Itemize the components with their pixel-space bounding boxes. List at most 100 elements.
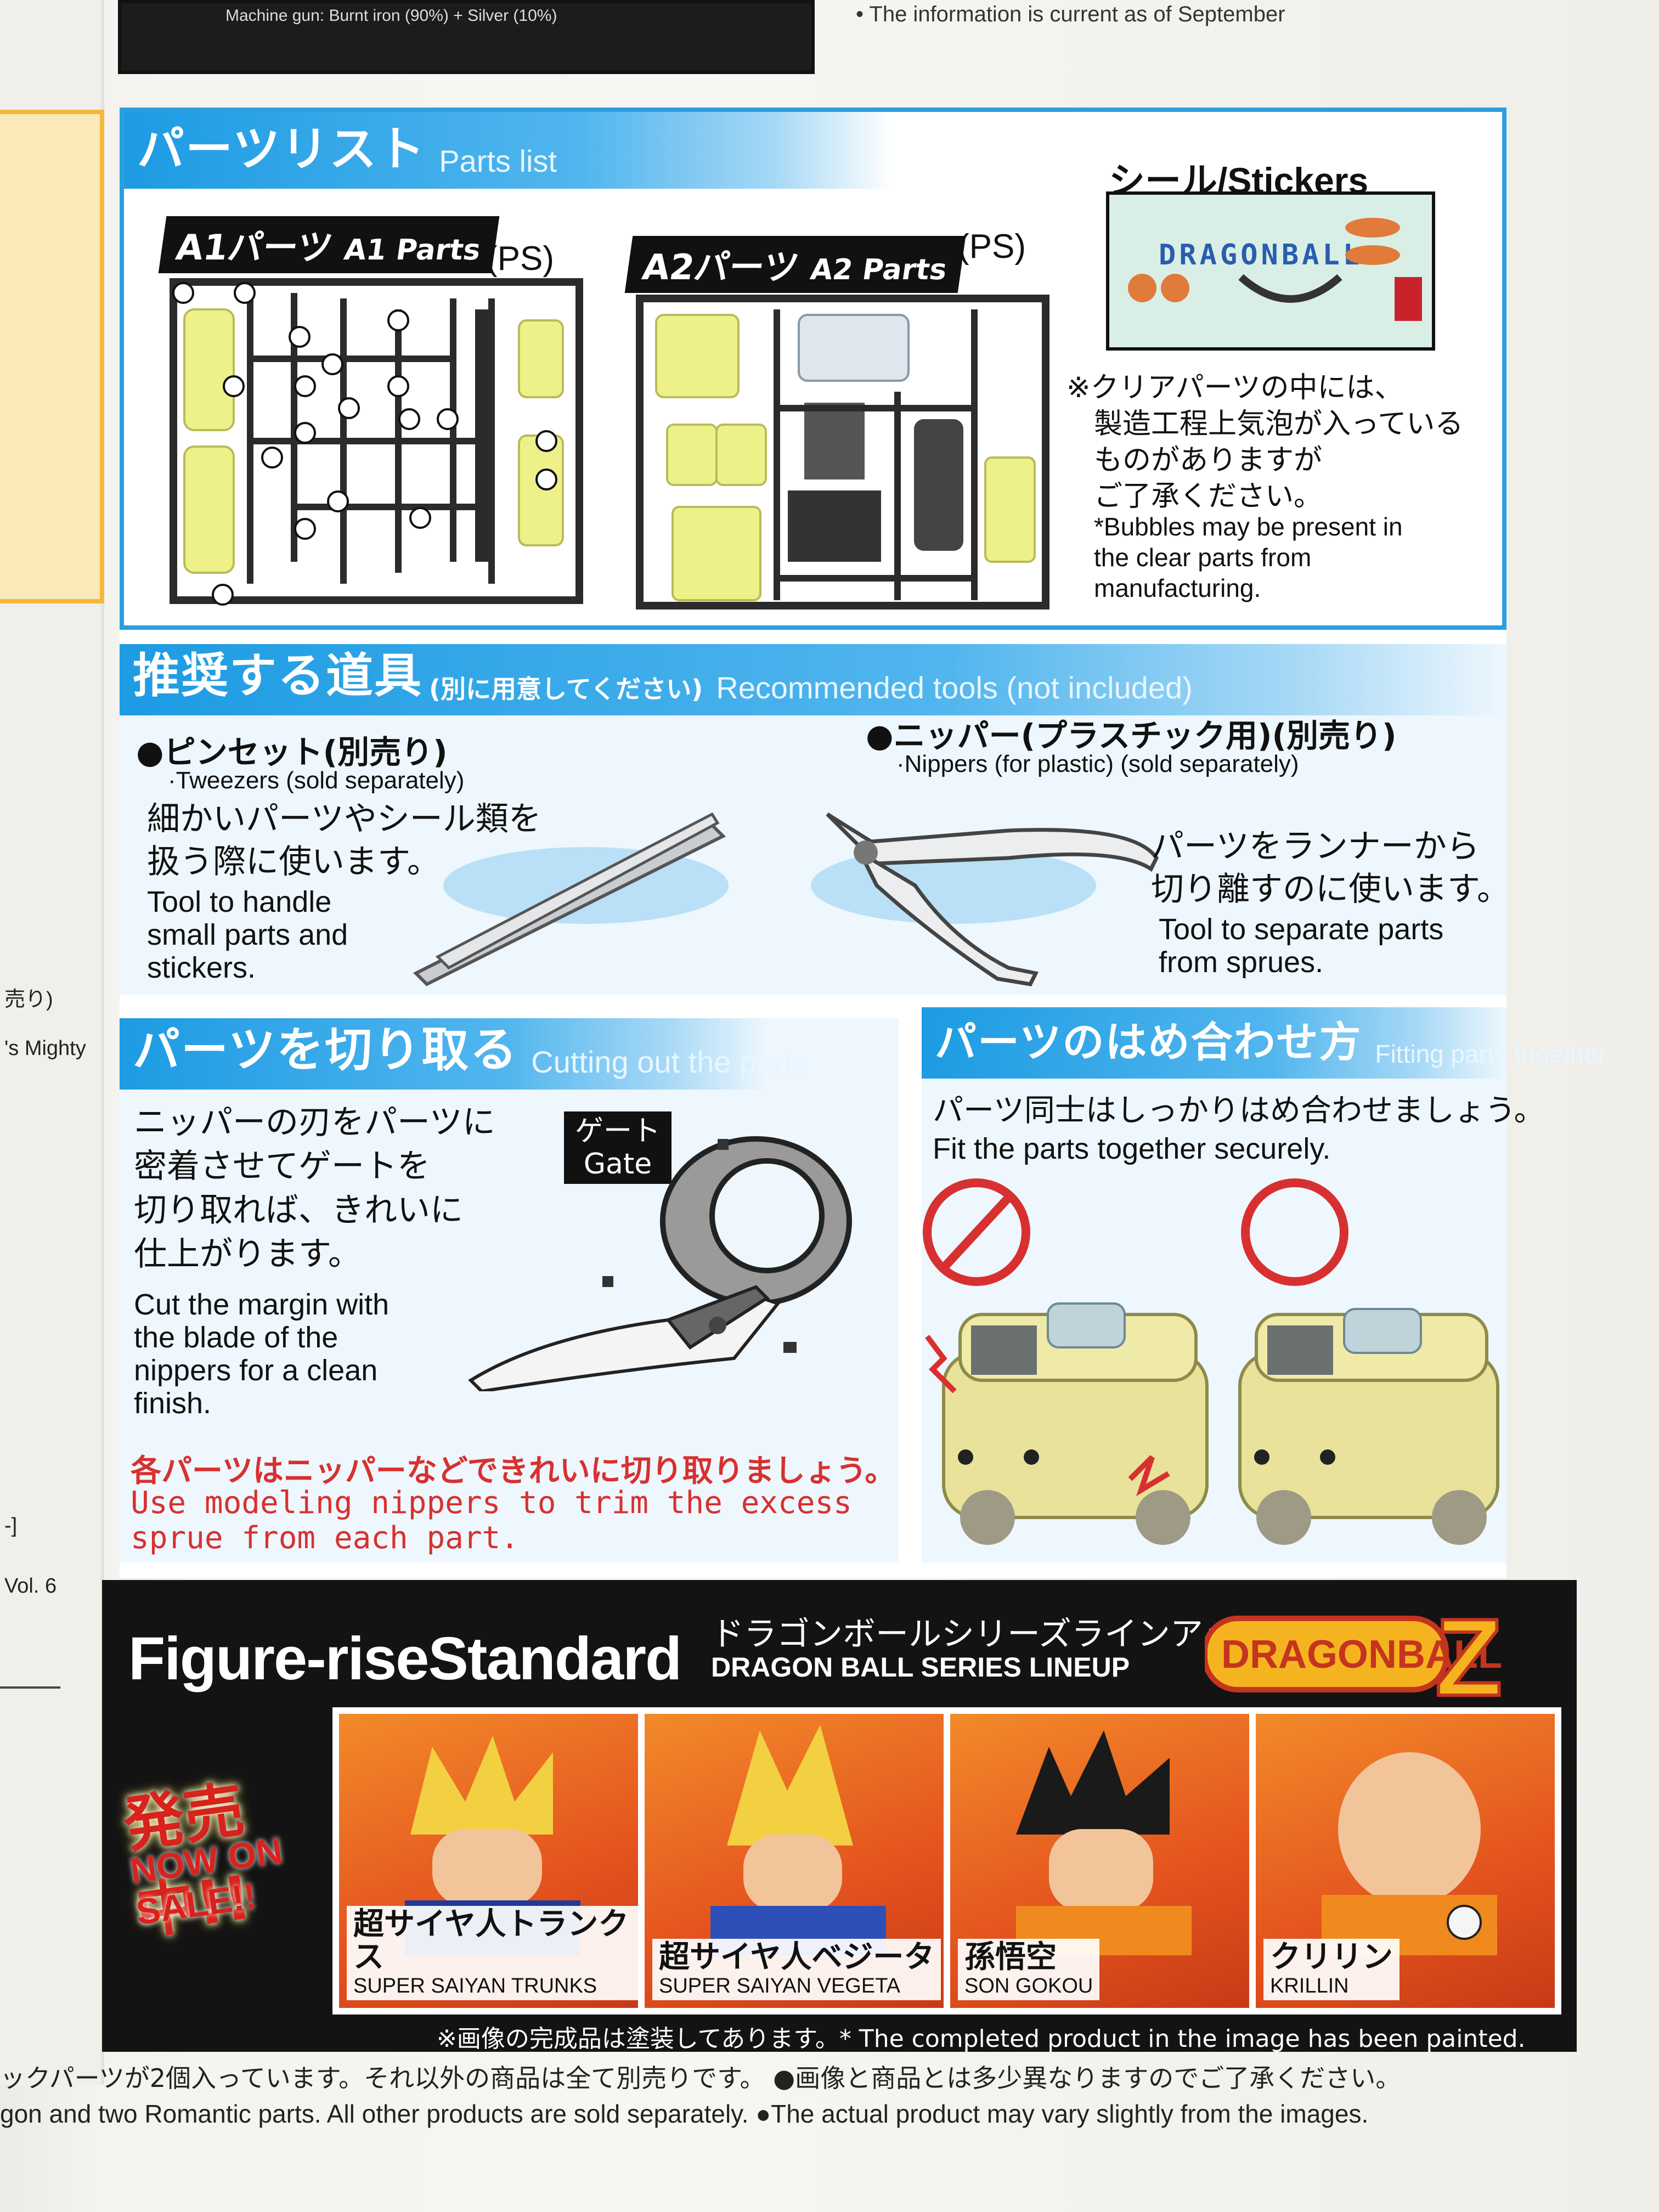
now-on-sale-badge: 発売中!! NOW ON SALE!!	[100, 1739, 371, 1948]
a1-tag-en: A1 Parts	[342, 234, 483, 267]
clear-note-jp-2: 製造工程上気泡が入っている	[1094, 408, 1464, 441]
tools-title-en: Recommended tools (not included)	[716, 670, 1193, 705]
product-card-krillin[interactable]: クリリン KRILLIN	[1256, 1714, 1555, 2008]
tweezers-desc-en: Tool to handle small parts and stickers.	[147, 885, 348, 984]
fitting-illustration	[923, 1178, 1499, 1545]
tweezers-label: ●ピンセット(別売り)	[136, 733, 448, 771]
vegeta-label: 超サイヤ人ベジータ SUPER SAIYAN VEGETA	[652, 1939, 941, 2000]
cutting-body: ニッパーの刃をパーツに 密着させてゲートを 切り取れば、きれいに 仕上がります。	[134, 1101, 495, 1276]
a2-parts-tag: A2パーツ A2 Parts	[624, 236, 966, 293]
paint-guide-box: Machine gun: Burnt iron (90%) + Silver (…	[118, 0, 815, 74]
nippers-label: ●ニッパー(プラスチック用)(別売り)	[866, 717, 1397, 754]
cutting-warning-en-2: sprue from each part.	[131, 1520, 520, 1556]
fitting-banner: パーツのはめ合わせ方 Fitting parts together	[922, 1007, 1606, 1079]
lineup-title: ドラゴンボールシリーズラインアップ	[711, 1615, 1269, 1654]
fitting-title-en: Fitting parts together	[1375, 1040, 1607, 1068]
tools-title-sub: (別に用意してください)	[429, 674, 703, 704]
nippers-desc-en: Tool to separate parts from sprues.	[1159, 913, 1443, 979]
sticker-sheet: DRAGONBALL	[1106, 191, 1435, 351]
gokou-label: 孫悟空 SON GOKOU	[958, 1939, 1100, 2000]
cutting-body-jp-3: 切り取れば、きれいに	[134, 1191, 463, 1229]
dragon-ball-z-logo: DRAGONBALL Z	[1205, 1602, 1504, 1712]
krillin-label: クリリン KRILLIN	[1263, 1939, 1400, 2000]
cutting-body-en-4: finish.	[134, 1387, 212, 1420]
adjacent-rule	[0, 1686, 60, 1689]
a2-tag-jp: A2パーツ	[639, 247, 802, 288]
trunks-name-jp: 超サイヤ人トランクス	[353, 1906, 629, 1975]
cutting-body-jp-1: ニッパーの刃をパーツに	[134, 1103, 495, 1142]
nippers-desc: パーツをランナーから 切り離すのに使います。	[1151, 825, 1510, 911]
clear-note-en-3: manufacturing.	[1094, 574, 1261, 602]
cutting-warning: 各パーツはニッパーなどできれいに切り取りましょう。	[131, 1453, 896, 1489]
fitting-panel: パーツのはめ合わせ方 Fitting parts together パーツ同士は…	[922, 1007, 1606, 1562]
clear-note-en-1: *Bubbles may be present in	[1094, 512, 1403, 541]
clear-note-jp-4: ご了承ください。	[1094, 480, 1323, 513]
fitting-body: パーツ同士はしっかりはめ合わせましょう。	[933, 1093, 1545, 1128]
instruction-page: パーツリスト Parts list A1パーツ A1 Parts (PS) A2…	[120, 108, 1606, 1578]
a1-tag-jp: A1パーツ	[173, 228, 336, 268]
krillin-name-jp: クリリン	[1270, 1939, 1393, 1975]
footer-note-en: gon and two Romantic parts. All other pr…	[0, 2100, 1369, 2128]
clear-note-jp-3: ものがありますが	[1094, 444, 1323, 477]
product-card-gokou[interactable]: 孫悟空 SON GOKOU	[950, 1714, 1249, 2008]
recommended-tools-panel: 推奨する道具 (別に用意してください) Recommended tools (n…	[120, 644, 1510, 995]
lineup-cards: 超サイヤ人トランクス SUPER SAIYAN TRUNKS 超サイヤ人ベジータ…	[332, 1707, 1561, 2015]
fitting-title: パーツのはめ合わせ方	[935, 1018, 1362, 1066]
parts-list-panel: パーツリスト Parts list A1パーツ A1 Parts (PS) A2…	[120, 108, 1506, 630]
tweezers-desc: 細かいパーツやシール類を 扱う際に使います。	[147, 798, 541, 883]
a2-material: (PS)	[958, 228, 1026, 266]
footer-note-jp: ックパーツが2個入っています。それ以外の商品は全て別売りです。 ●画像と商品とは…	[0, 2063, 1401, 2093]
tweezers-desc-jp-1: 細かいパーツやシール類を	[147, 800, 541, 838]
a1-parts-tag: A1パーツ A1 Parts	[158, 216, 500, 273]
logo-text: DRAGONBALL	[1221, 1633, 1502, 1677]
sticker-decals	[1128, 218, 1422, 321]
cutting-body-en-2: the blade of the	[134, 1321, 338, 1354]
parts-list-title: パーツリスト	[137, 122, 426, 177]
adjacent-note-2: 's Mighty	[4, 1037, 86, 1060]
trunks-name-en: SUPER SAIYAN TRUNKS	[353, 1974, 597, 1997]
cutting-title-en: Cutting out the parts	[531, 1045, 808, 1079]
machine-gun-note: Machine gun: Burnt iron (90%) + Silver (…	[225, 7, 557, 25]
brand-logo: Figure-riseStandard	[128, 1625, 682, 1692]
nippers-desc-jp-1: パーツをランナーから	[1151, 827, 1480, 866]
cutting-body-en: Cut the margin with the blade of the nip…	[134, 1288, 389, 1420]
adjacent-page-strip: 売り) 's Mighty -] Vol. 6	[0, 0, 104, 2085]
a1-runner-illustration	[170, 278, 583, 606]
vegeta-figure	[710, 1725, 886, 1955]
adjacent-yellow-panel	[0, 110, 104, 603]
recommended-tools-banner: 推奨する道具 (別に用意してください) Recommended tools (n…	[120, 644, 1506, 715]
gokou-figure	[1016, 1730, 1192, 1955]
info-note: • The information is current as of Septe…	[856, 2, 1285, 26]
gokou-name-en: SON GOKOU	[964, 1974, 1093, 1997]
nippers-desc-jp-2: 切り離すのに使います。	[1151, 870, 1510, 909]
tweezers-label-en: ·Tweezers (sold separately)	[168, 767, 465, 794]
logo-letter: Z	[1435, 1602, 1502, 1712]
a2-runner-illustration	[636, 295, 1049, 610]
tweezers-desc-en-2: small parts and	[147, 918, 348, 951]
a2-tag-en: A2 Parts	[808, 253, 949, 286]
krillin-name-en: KRILLIN	[1270, 1974, 1349, 1997]
adjacent-note-1: 売り)	[4, 988, 53, 1011]
gate-label: ゲート Gate	[564, 1111, 672, 1184]
cutting-body-en-3: nippers for a clean	[134, 1354, 378, 1387]
lineup-banner: Figure-riseStandard ドラゴンボールシリーズラインアップ DR…	[100, 1580, 1577, 2053]
fitting-body-en: Fit the parts together securely.	[933, 1132, 1331, 1165]
tweezers-desc-en-1: Tool to handle	[147, 885, 332, 918]
painted-note: ※画像の完成品は塗装してあります。* The completed product…	[437, 2025, 1526, 2053]
cutting-body-jp-2: 密着させてゲートを	[134, 1147, 430, 1186]
clear-parts-note: ※クリアパーツの中には、 製造工程上気泡が入っている ものがありますが ご了承く…	[1066, 370, 1463, 515]
tweezers-desc-jp-2: 扱う際に使います。	[147, 843, 440, 881]
cutting-warning-en: Use modeling nippers to trim the excess …	[131, 1486, 852, 1556]
vegeta-name-en: SUPER SAIYAN VEGETA	[659, 1974, 900, 1997]
sticker-sheet-text: DRAGONBALL	[1159, 239, 1364, 272]
product-card-vegeta[interactable]: 超サイヤ人ベジータ SUPER SAIYAN VEGETA	[645, 1714, 944, 2008]
clear-note-jp-1: ※クリアパーツの中には、	[1066, 371, 1403, 404]
cutting-title: パーツを切り取る	[133, 1023, 518, 1077]
tools-illustration	[413, 812, 1159, 986]
adjacent-note-3: -]	[4, 1514, 18, 1537]
tools-title: 推奨する道具	[133, 648, 422, 703]
gate-label-jp: ゲート	[575, 1115, 661, 1148]
tweezers-desc-en-3: stickers.	[147, 951, 256, 984]
product-card-trunks[interactable]: 超サイヤ人トランクス SUPER SAIYAN TRUNKS	[339, 1714, 638, 2008]
